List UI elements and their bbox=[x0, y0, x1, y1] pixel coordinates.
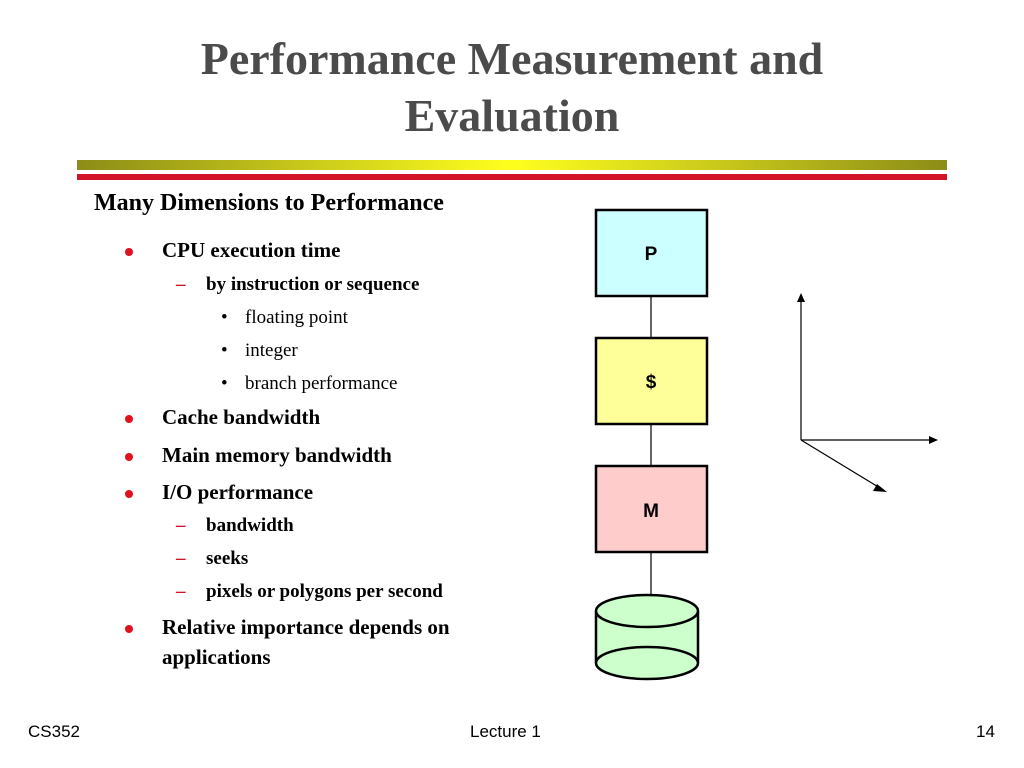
footer-course: CS352 bbox=[28, 722, 80, 741]
bullet-text: Main memory bandwidth bbox=[162, 443, 392, 467]
processor-box: P bbox=[594, 208, 709, 298]
bullet-level-1: Main memory bandwidth bbox=[125, 443, 392, 468]
bullet-level-1: applications bbox=[162, 645, 271, 670]
title-line-1: Performance Measurement and bbox=[200, 33, 824, 84]
bullet-text: I/O performance bbox=[162, 480, 314, 504]
bullet-text: applications bbox=[162, 645, 271, 669]
bullet-dash-icon: – bbox=[176, 548, 186, 569]
bullet-level-2: –by instruction or sequence bbox=[176, 274, 420, 296]
footer-lecture: Lecture 1 bbox=[470, 722, 541, 741]
bullet-text: Relative importance depends on bbox=[162, 615, 450, 639]
bullet-level-2: –seeks bbox=[176, 548, 249, 570]
bullet-level-1: CPU execution time bbox=[125, 238, 341, 263]
axes-icon bbox=[797, 293, 938, 492]
title-line-2: Evaluation bbox=[404, 90, 620, 141]
memory-box: M bbox=[594, 464, 709, 554]
footer-page-number: 14 bbox=[976, 722, 995, 741]
bullet-level-3: • floating point bbox=[221, 307, 348, 329]
cache-label: $ bbox=[646, 372, 657, 393]
memory-label: M bbox=[643, 501, 659, 522]
bullet-level-3: • branch performance bbox=[221, 373, 398, 395]
bullet-level-2: –pixels or polygons per second bbox=[176, 581, 443, 603]
bullet-text: pixels or polygons per second bbox=[206, 581, 443, 602]
disk-icon bbox=[594, 593, 700, 681]
bullet-text: by instruction or sequence bbox=[206, 274, 420, 295]
bullet-dash-icon: – bbox=[176, 515, 186, 536]
bullet-level-1: Cache bandwidth bbox=[125, 405, 321, 430]
bullet-text: CPU execution time bbox=[162, 238, 341, 262]
bullet-level-3: • integer bbox=[221, 340, 298, 362]
bullet-text: Cache bandwidth bbox=[162, 405, 321, 429]
bullet-dot-small-icon: • bbox=[221, 307, 228, 328]
bullet-level-1: I/O performance bbox=[125, 480, 314, 505]
bullet-text: floating point bbox=[245, 307, 348, 328]
cache-box: $ bbox=[594, 336, 709, 426]
subtitle: Many Dimensions to Performance bbox=[94, 190, 444, 216]
bullet-level-2: –bandwidth bbox=[176, 515, 294, 537]
bullet-text: integer bbox=[245, 340, 298, 361]
bullet-text: seeks bbox=[206, 548, 249, 569]
bullet-dash-icon: – bbox=[176, 274, 186, 295]
slide-title: Performance Measurement and Evaluation bbox=[60, 30, 964, 144]
processor-label: P bbox=[645, 244, 658, 265]
bullet-dot-icon bbox=[125, 248, 133, 256]
title-rule-gradient bbox=[77, 160, 947, 170]
bullet-level-1: Relative importance depends on bbox=[125, 615, 450, 640]
bullet-text: bandwidth bbox=[206, 515, 294, 536]
bullet-dot-small-icon: • bbox=[221, 340, 228, 361]
bullet-dot-icon bbox=[125, 453, 133, 461]
title-rule-red bbox=[77, 174, 947, 180]
bullet-text: branch performance bbox=[245, 373, 398, 394]
bullet-dot-icon bbox=[125, 490, 133, 498]
bullet-dash-icon: – bbox=[176, 581, 186, 602]
bullet-dot-small-icon: • bbox=[221, 373, 228, 394]
bullet-dot-icon bbox=[125, 415, 133, 423]
bullet-dot-icon bbox=[125, 625, 133, 633]
